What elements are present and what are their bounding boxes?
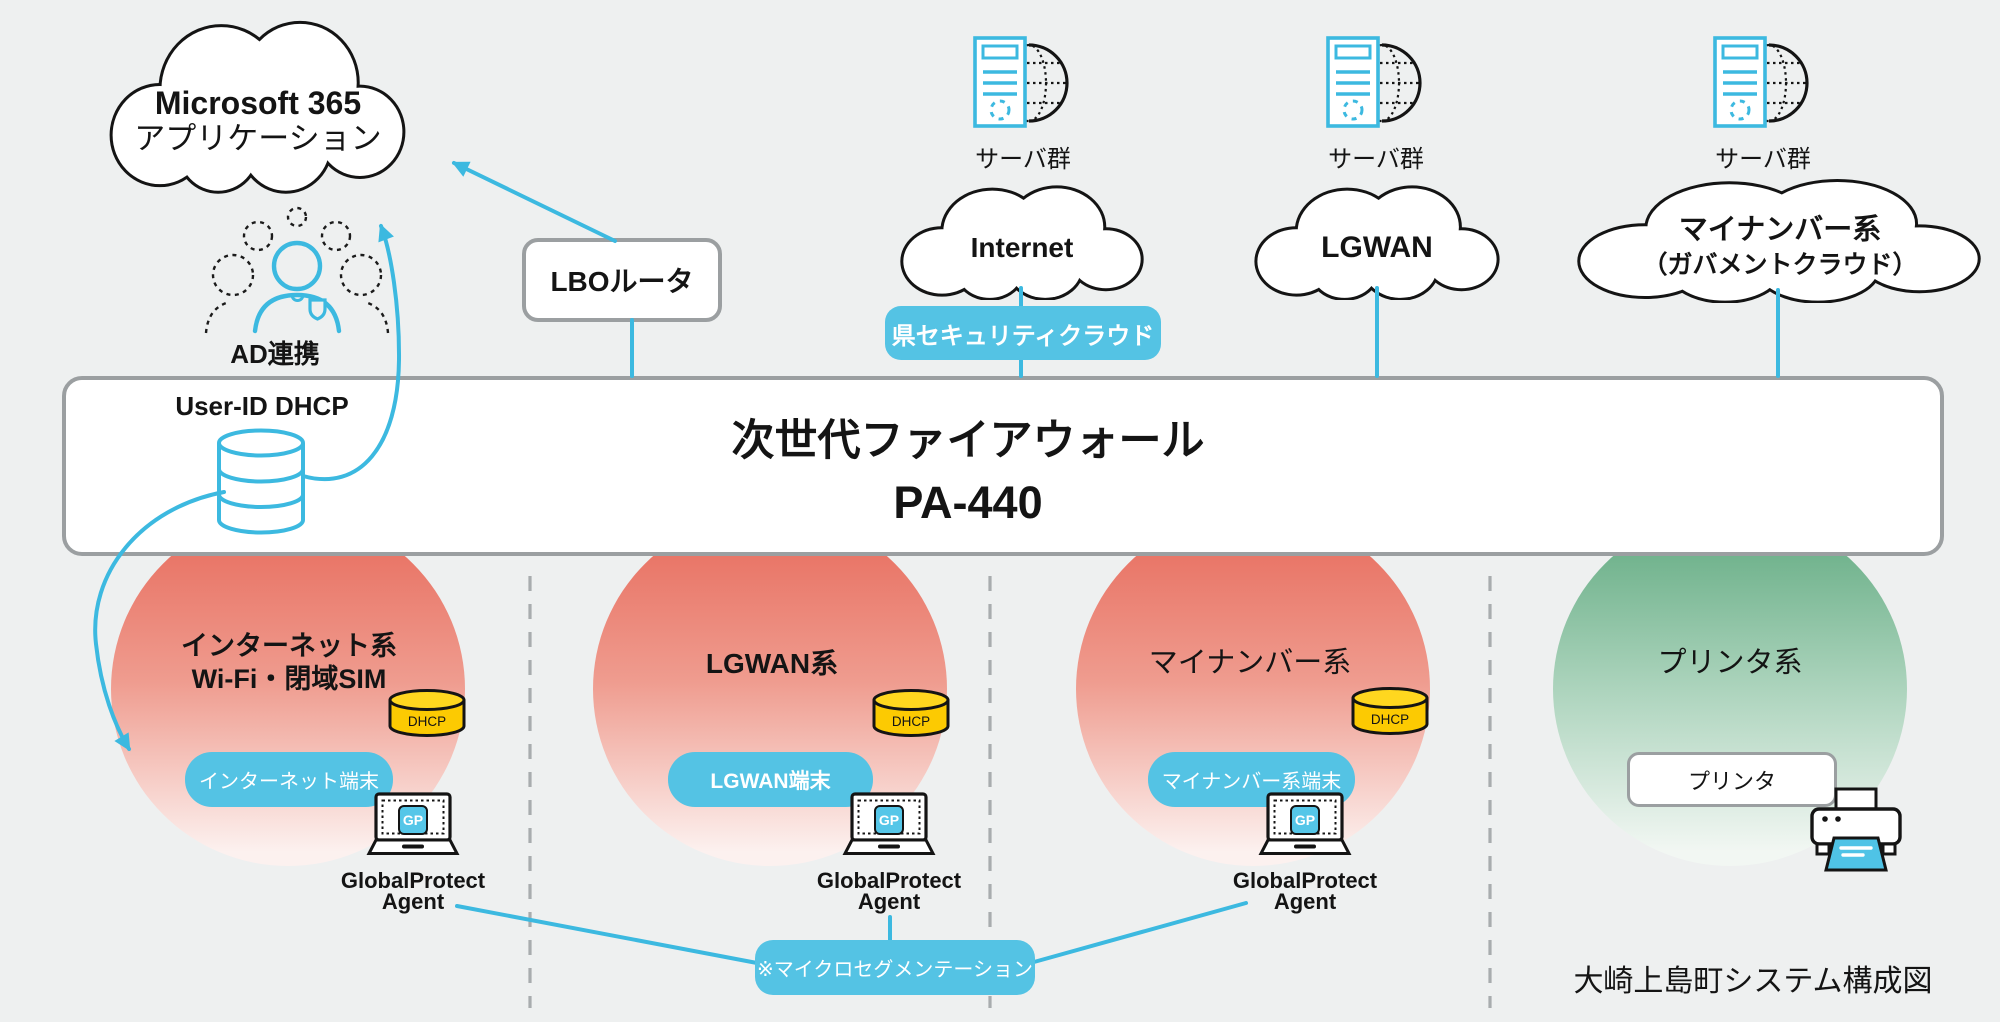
gp-agent-line2: Agent <box>857 889 921 914</box>
connector-lines <box>93 161 1780 965</box>
gp-agent-line1: GlobalProtect <box>1232 867 1378 893</box>
m365-line1: Microsoft 365 <box>154 85 362 121</box>
m365-line2: アプリケーション <box>134 121 382 156</box>
lbo-to-m365-arrow <box>451 161 617 243</box>
zone-lgwan-title: LGWAN系 <box>705 648 839 679</box>
diagram-caption: 大崎上島町システム構成図 <box>1573 965 1933 998</box>
firewall-box <box>62 376 1944 556</box>
server-group-label: サーバ群 <box>1328 145 1424 173</box>
lbo-router-label: LBOルータ <box>550 266 694 297</box>
internet-cloud-label: Internet <box>970 232 1074 263</box>
zone-printer-title: プリンタ系 <box>1657 647 1803 679</box>
mynumber-cloud-label: マイナンバー系 （ガバメントクラウド） <box>1600 212 1960 284</box>
lgwan-cloud-label: LGWAN <box>1321 231 1433 264</box>
gp-agent-line2: Agent <box>381 889 445 914</box>
gp-chip: GP <box>874 805 904 835</box>
ad-group-icon <box>204 206 390 334</box>
m365-cloud-label: Microsoft 365 アプリケーション <box>110 84 406 158</box>
mynumber-line1: マイナンバー系 <box>1678 214 1882 246</box>
firewall-title-line2: PA-440 <box>893 477 1043 528</box>
db-to-zone-arrow <box>93 490 226 752</box>
agent3-to-microseg-line <box>1032 901 1248 964</box>
gp-chip: GP <box>1290 805 1320 835</box>
zone-internet-title: インターネット系 Wi-Fi・閉域SIM <box>139 628 439 698</box>
dhcp-label: DHCP <box>407 713 447 729</box>
dhcp-label: DHCP <box>891 713 931 729</box>
server-group-label: サーバ群 <box>975 145 1071 173</box>
gp-agent-label: GlobalProtect Agent <box>789 869 989 913</box>
zone-internet-title-line2: Wi-Fi・閉域SIM <box>191 664 387 694</box>
gp-agent-label: GlobalProtect Agent <box>313 869 513 913</box>
ad-label: AD連携 <box>230 338 320 369</box>
lbo-router-box <box>522 238 722 322</box>
endpoint-badge-internet: インターネット端末 <box>185 752 393 807</box>
database-icon <box>217 428 305 535</box>
gp-agent-line1: GlobalProtect <box>340 867 486 893</box>
firewall-title-line1: 次世代ファイアウォール <box>731 417 1205 465</box>
dhcp-label: DHCP <box>1370 711 1410 727</box>
gp-agent-label: GlobalProtect Agent <box>1205 869 1405 913</box>
printer-icon <box>1810 787 1902 872</box>
db-to-m365-arrow <box>301 223 402 482</box>
server-group-label: サーバ群 <box>1715 145 1811 173</box>
security-cloud-badge: 県セキュリティクラウド <box>885 306 1161 360</box>
shield-icon <box>308 298 327 321</box>
gp-chip: GP <box>398 805 428 835</box>
user-id-dhcp-label: User-ID DHCP <box>175 390 349 421</box>
microsegmentation-badge: ※マイクロセグメンテーション <box>755 940 1035 995</box>
mynumber-line2: （ガバメントクラウド） <box>1642 251 1918 279</box>
gp-agent-line2: Agent <box>1273 889 1337 914</box>
zone-internet-title-line1: インターネット系 <box>181 631 397 661</box>
zone-mynumber-title: マイナンバー系 <box>1148 647 1352 679</box>
agent1-to-microseg-line <box>455 904 759 965</box>
printer-box: プリンタ <box>1627 752 1837 807</box>
endpoint-badge-lgwan: LGWAN端末 <box>668 752 873 807</box>
gp-agent-line1: GlobalProtect <box>816 867 962 893</box>
